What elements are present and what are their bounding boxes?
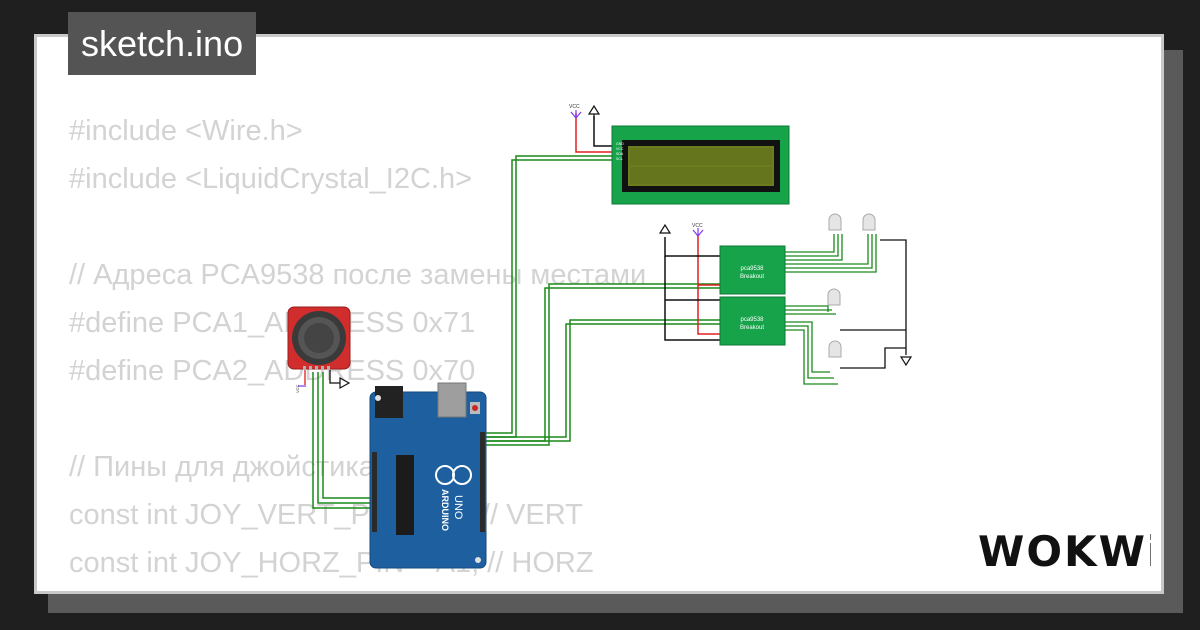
code-line: #include <Wire.h> (69, 115, 303, 147)
wires-led-ground (840, 239, 907, 369)
lcd-pin-gnd: GND (616, 142, 624, 146)
pca-label: pca9538 (740, 266, 764, 272)
lcd-pin-vcc: VCC (616, 147, 624, 151)
lcd-pin-sda: SDA (616, 152, 624, 156)
code-line: // Пины для джойстика (69, 451, 375, 483)
code-line: // Адреса PCA9538 после замены местами (69, 259, 647, 291)
ground-symbol (658, 223, 672, 234)
pca9538-board-1[interactable]: pca9538 Breakout (719, 245, 786, 295)
wokwi-logo: WOKWi (978, 527, 1151, 576)
wires-pca-leds (785, 234, 877, 385)
arduino-brand-label: ARDUINO (440, 489, 450, 531)
code-background: #include <Wire.h> #include <LiquidCrystal… (69, 107, 646, 587)
rgb-led-1[interactable] (828, 213, 842, 231)
rgb-led-2[interactable] (862, 213, 876, 231)
pca-label: Breakout (740, 274, 764, 280)
ground-symbol (339, 376, 351, 390)
arduino-model-label: UNO (452, 495, 464, 520)
arduino-uno-board[interactable]: ARDUINO UNO (369, 382, 487, 569)
ground-symbol (587, 104, 601, 120)
wires-joystick-power (304, 370, 340, 385)
lcd-display[interactable]: GND VCC SDA SCL (611, 125, 790, 205)
wires-pca-power (664, 234, 722, 341)
file-name-tab: sketch.ino (68, 12, 257, 75)
vcc-label: VCC (692, 223, 703, 229)
pca9538-board-2[interactable]: pca9538 Breakout (719, 296, 786, 346)
ground-symbol (899, 356, 913, 367)
vcc-symbol: VCC (295, 384, 306, 393)
vcc-label: VCC (295, 384, 300, 393)
pca-label: Breakout (740, 325, 764, 331)
rgb-led-4[interactable] (828, 340, 842, 358)
vcc-label: VCC (569, 104, 580, 110)
vcc-symbol: VCC (692, 223, 704, 237)
vcc-symbol: VCC (569, 104, 582, 119)
lcd-pin-scl: SCL (616, 157, 623, 161)
rgb-led-3[interactable] (827, 288, 841, 306)
pca-label: pca9538 (740, 317, 764, 323)
lcd-character-cells (630, 148, 772, 184)
preview-card: #include <Wire.h> #include <LiquidCrystal… (34, 34, 1164, 594)
wires-lcd-power (575, 113, 615, 153)
wires-joystick-arduino (312, 372, 378, 509)
code-line: #include <LiquidCrystal_I2C.h> (69, 163, 473, 195)
joystick-module[interactable] (287, 306, 351, 370)
wokwi-logo-text: WOKWi (978, 527, 1151, 576)
joystick-pins (303, 366, 330, 370)
wires-arduino-pca (482, 283, 722, 446)
